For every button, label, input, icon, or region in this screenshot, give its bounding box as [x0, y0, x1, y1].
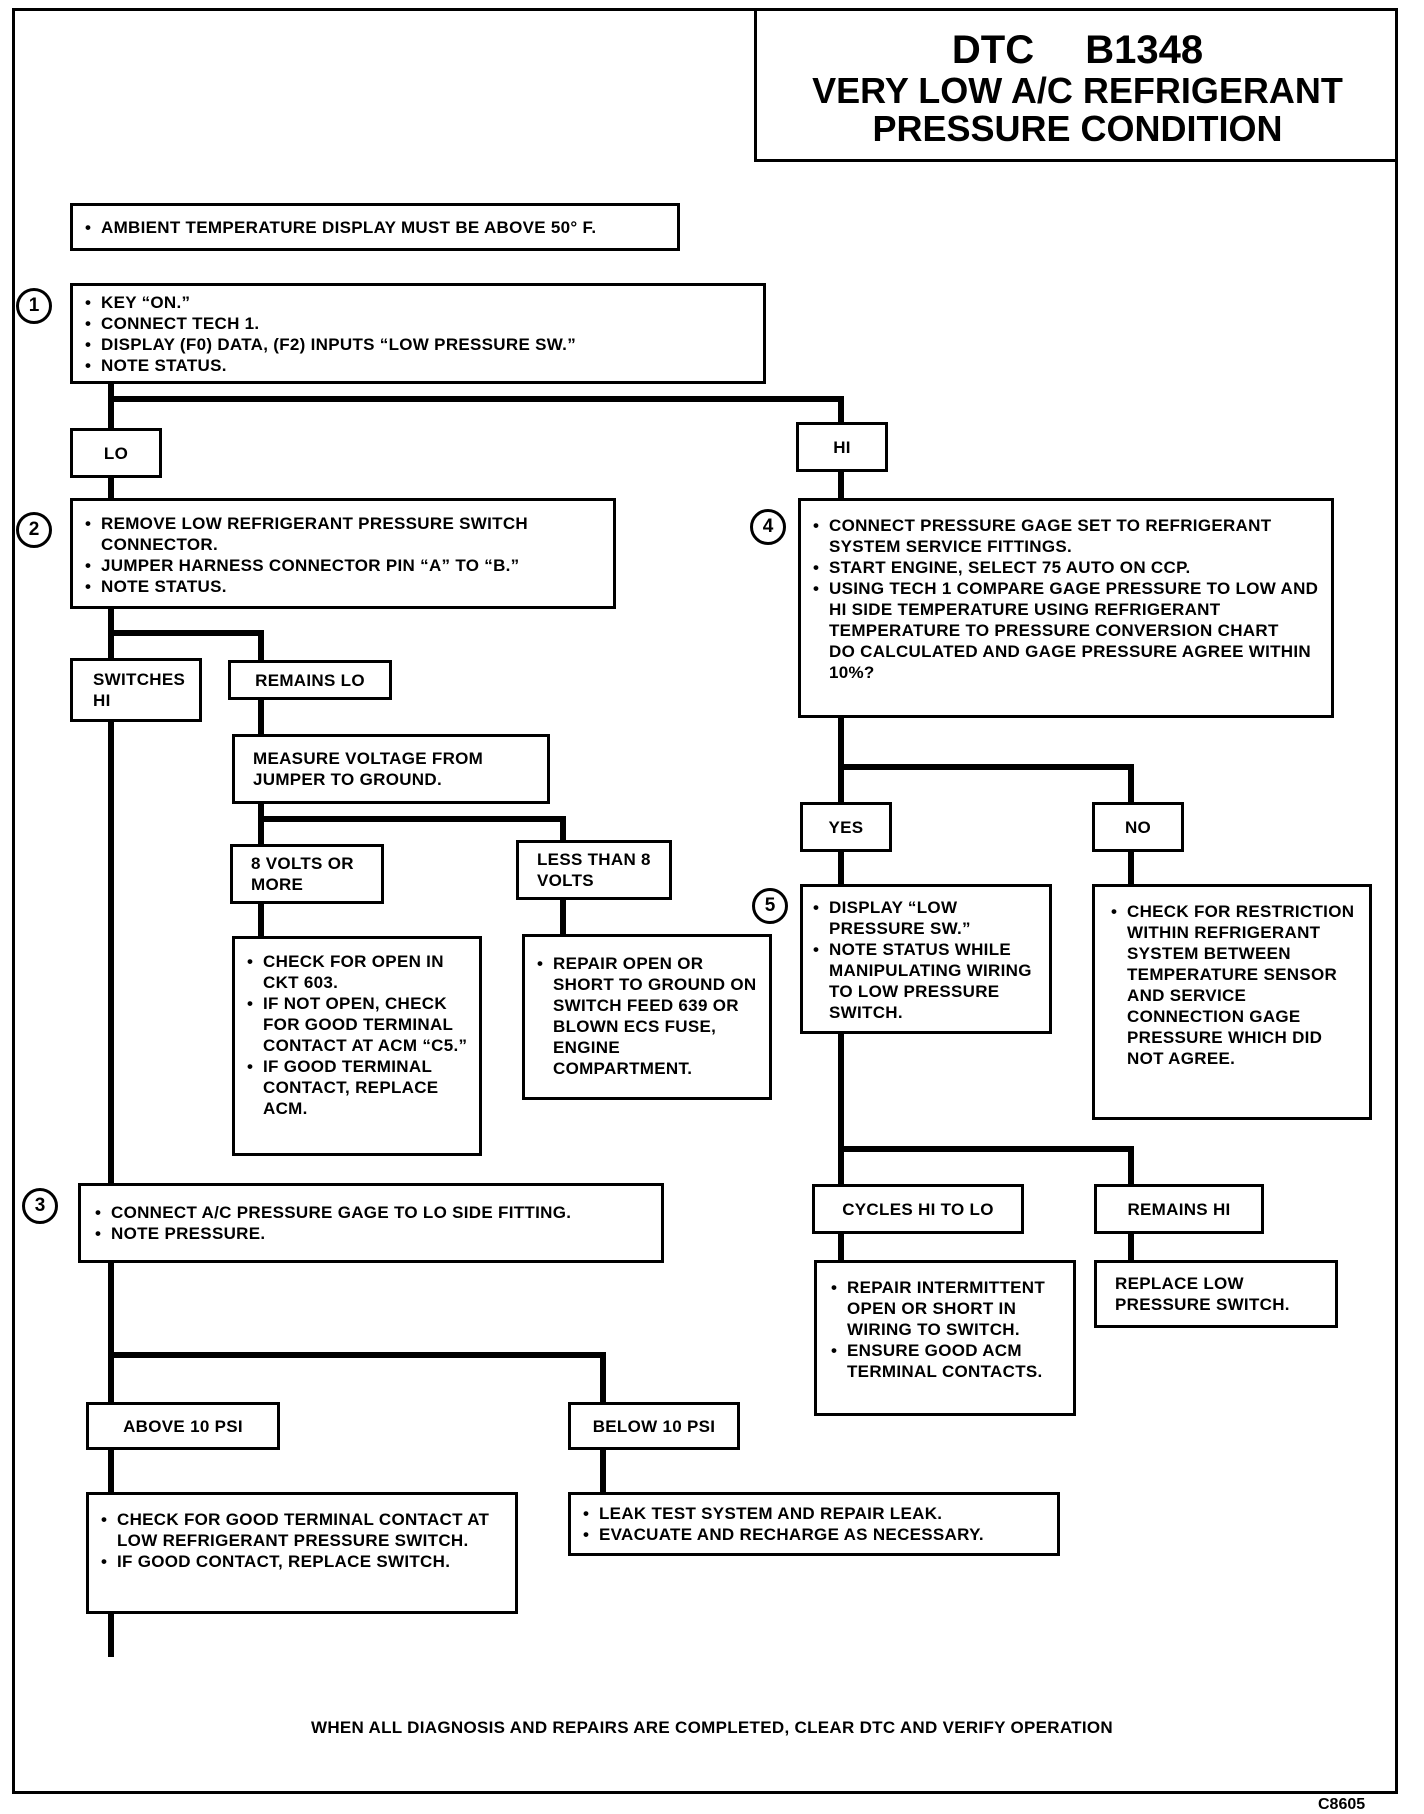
connector: [108, 396, 844, 402]
step-4-question: DO CALCULATED AND GAGE PRESSURE AGREE WI…: [829, 642, 1311, 682]
cycles-hi-to-lo-label: CYCLES HI TO LO: [812, 1184, 1024, 1234]
step-3-box: CONNECT A/C PRESSURE GAGE TO LO SIDE FIT…: [78, 1183, 664, 1263]
check-restriction-box: CHECK FOR RESTRICTION WITHIN REFRIGERANT…: [1092, 884, 1372, 1120]
leak-test-item: EVACUATE AND RECHARGE AS NECESSARY.: [581, 1524, 984, 1545]
repair-intermittent-item: ENSURE GOOD ACM TERMINAL CONTACTS.: [829, 1340, 1061, 1382]
title-line-1: VERY LOW A/C REFRIGERANT: [812, 70, 1343, 111]
step-3-item: NOTE PRESSURE.: [93, 1223, 571, 1244]
step-1-box: KEY “ON.” CONNECT TECH 1. DISPLAY (F0) D…: [70, 283, 766, 384]
step-5-box: DISPLAY “LOW PRESSURE SW.” NOTE STATUS W…: [800, 884, 1052, 1034]
step-2-item: NOTE STATUS.: [83, 576, 603, 597]
precondition-box: AMBIENT TEMPERATURE DISPLAY MUST BE ABOV…: [70, 203, 680, 251]
title-line-2: PRESSURE CONDITION: [872, 108, 1283, 149]
step-4-marker: 4: [750, 509, 786, 545]
check-contact-item: IF GOOD CONTACT, REPLACE SWITCH.: [99, 1551, 505, 1572]
step-3-marker: 3: [22, 1188, 58, 1224]
replace-switch-box: REPLACE LOW PRESSURE SWITCH.: [1094, 1260, 1338, 1328]
connector: [108, 382, 114, 1657]
leak-test-item: LEAK TEST SYSTEM AND REPAIR LEAK.: [581, 1503, 984, 1524]
check-open-item: CHECK FOR OPEN IN CKT 603.: [245, 951, 469, 993]
check-restriction-item: CHECK FOR RESTRICTION WITHIN REFRIGERANT…: [1109, 901, 1355, 1069]
no-label: NO: [1092, 802, 1184, 852]
check-open-item: IF GOOD TERMINAL CONTACT, REPLACE ACM.: [245, 1056, 469, 1119]
precondition-text: AMBIENT TEMPERATURE DISPLAY MUST BE ABOV…: [83, 217, 596, 238]
leak-test-box: LEAK TEST SYSTEM AND REPAIR LEAK. EVACUA…: [568, 1492, 1060, 1556]
eight-volts-or-more-label: 8 VOLTS OR MORE: [230, 844, 384, 904]
step-1-item: CONNECT TECH 1.: [83, 313, 753, 334]
check-open-item: IF NOT OPEN, CHECK FOR GOOD TERMINAL CON…: [245, 993, 469, 1056]
step-4-item: START ENGINE, SELECT 75 AUTO ON CCP.: [811, 557, 1321, 578]
connector: [108, 630, 264, 636]
step-2-item: JUMPER HARNESS CONNECTOR PIN “A” TO “B.”: [83, 555, 603, 576]
less-than-eight-volts-label: LESS THAN 8 VOLTS: [516, 840, 672, 900]
step-2-box: REMOVE LOW REFRIGERANT PRESSURE SWITCH C…: [70, 498, 616, 609]
remains-hi-label: REMAINS HI: [1094, 1184, 1264, 1234]
step-1-marker: 1: [16, 288, 52, 324]
connector: [838, 764, 1134, 770]
switches-hi-label: SWITCHES HI: [70, 658, 202, 722]
step-3-item: CONNECT A/C PRESSURE GAGE TO LO SIDE FIT…: [93, 1202, 571, 1223]
step-4-box: CONNECT PRESSURE GAGE SET TO REFRIGERANT…: [798, 498, 1334, 718]
check-contact-box: CHECK FOR GOOD TERMINAL CONTACT AT LOW R…: [86, 1492, 518, 1614]
above-10-psi-label: ABOVE 10 PSI: [86, 1402, 280, 1450]
step-4-item: USING TECH 1 COMPARE GAGE PRESSURE TO LO…: [811, 578, 1321, 641]
remains-lo-label: REMAINS LO: [228, 660, 392, 700]
step-1-item: DISPLAY (F0) DATA, (F2) INPUTS “LOW PRES…: [83, 334, 753, 355]
step-2-item: REMOVE LOW REFRIGERANT PRESSURE SWITCH C…: [83, 513, 603, 555]
check-contact-item: CHECK FOR GOOD TERMINAL CONTACT AT LOW R…: [99, 1509, 505, 1551]
step-1-item: KEY “ON.”: [83, 292, 753, 313]
connector: [838, 1146, 1134, 1152]
figure-number: C8605: [1318, 1796, 1366, 1813]
below-10-psi-label: BELOW 10 PSI: [568, 1402, 740, 1450]
repair-intermittent-box: REPAIR INTERMITTENT OPEN OR SHORT IN WIR…: [814, 1260, 1076, 1416]
check-open-box: CHECK FOR OPEN IN CKT 603. IF NOT OPEN, …: [232, 936, 482, 1156]
footer-note: WHEN ALL DIAGNOSIS AND REPAIRS ARE COMPL…: [310, 1718, 1113, 1737]
yes-label: YES: [800, 802, 892, 852]
title-block: DTC B1348 VERY LOW A/C REFRIGERANT PRESS…: [754, 10, 1398, 162]
page-frame: [12, 8, 1398, 1794]
step-2-marker: 2: [16, 512, 52, 548]
step-4-item: CONNECT PRESSURE GAGE SET TO REFRIGERANT…: [811, 515, 1321, 557]
step-1-item: NOTE STATUS.: [83, 355, 753, 376]
step-5-item: DISPLAY “LOW PRESSURE SW.”: [811, 897, 1041, 939]
connector: [108, 1352, 606, 1358]
repair-intermittent-item: REPAIR INTERMITTENT OPEN OR SHORT IN WIR…: [829, 1277, 1061, 1340]
connector: [258, 816, 566, 822]
step-5-marker: 5: [752, 888, 788, 924]
measure-voltage-box: MEASURE VOLTAGE FROM JUMPER TO GROUND.: [232, 734, 550, 804]
repair-open-box: REPAIR OPEN OR SHORT TO GROUND ON SWITCH…: [522, 934, 772, 1100]
lo-label: LO: [70, 428, 162, 478]
hi-label: HI: [796, 422, 888, 472]
dtc-code: DTC B1348: [951, 28, 1204, 72]
repair-open-item: REPAIR OPEN OR SHORT TO GROUND ON SWITCH…: [535, 953, 759, 1079]
step-5-item: NOTE STATUS WHILE MANIPULATING WIRING TO…: [811, 939, 1041, 1023]
